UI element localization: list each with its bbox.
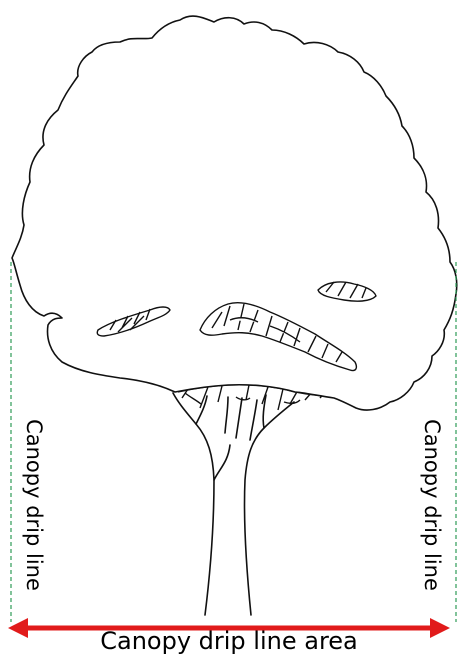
tree-trunk: [173, 393, 294, 615]
drip-line-area-label: Canopy drip line area: [0, 627, 458, 655]
tree-canopy-outline: [12, 16, 457, 410]
